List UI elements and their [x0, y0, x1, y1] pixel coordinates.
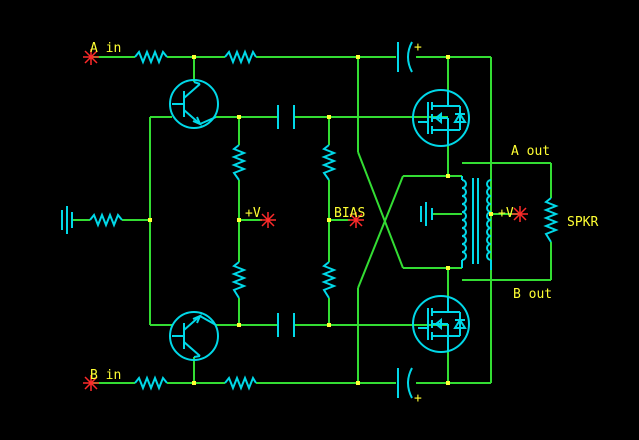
wires — [72, 56, 552, 384]
resistor-vert-4 — [321, 261, 337, 299]
labels: A in B in A out B out SPKR BIAS +V +V + … — [90, 40, 598, 406]
resistor-bottom-1 — [134, 375, 168, 391]
capacitor-bottom-polarized — [397, 367, 413, 399]
label-plus-v-2: +V — [498, 206, 514, 221]
capacitor-bottom-mid — [277, 313, 295, 337]
resistor-bottom-2 — [224, 375, 257, 391]
resistor-speaker — [543, 197, 559, 243]
port-marker-plus-v-2[interactable] — [512, 206, 528, 222]
resistor-left — [89, 212, 123, 228]
bjt-bottom-icon — [169, 311, 219, 361]
label-a-in: A in — [90, 41, 121, 56]
label-bias: BIAS — [334, 206, 365, 221]
bjt-top-icon — [169, 79, 219, 129]
resistor-vert-2 — [231, 261, 247, 299]
battery-center-icon — [420, 202, 433, 226]
label-a-out: A out — [511, 144, 550, 159]
label-spkr: SPKR — [567, 215, 598, 230]
transformer-icon — [461, 176, 492, 270]
label-cap-plus-bottom: + — [414, 391, 422, 406]
capacitor-top-mid — [277, 105, 295, 129]
port-marker-a-in[interactable] — [83, 49, 99, 65]
port-markers — [83, 49, 528, 391]
mosfet-top-icon — [412, 89, 470, 147]
label-b-out: B out — [513, 287, 552, 302]
junctions — [148, 55, 493, 385]
mosfet-bottom-icon — [412, 295, 470, 353]
resistor-vert-3 — [321, 144, 337, 181]
port-marker-plus-v-1[interactable] — [260, 212, 276, 228]
resistor-top-2 — [224, 49, 257, 65]
label-b-in: B in — [90, 368, 121, 383]
components — [61, 41, 559, 399]
battery-left-icon — [61, 206, 73, 234]
label-cap-plus-top: + — [414, 40, 422, 55]
resistor-top-1 — [134, 49, 168, 65]
resistor-vert-1 — [231, 144, 247, 181]
capacitor-top-polarized — [397, 41, 413, 73]
port-marker-bias[interactable] — [348, 212, 364, 228]
port-marker-b-in[interactable] — [83, 375, 99, 391]
label-plus-v-1: +V — [245, 206, 261, 221]
